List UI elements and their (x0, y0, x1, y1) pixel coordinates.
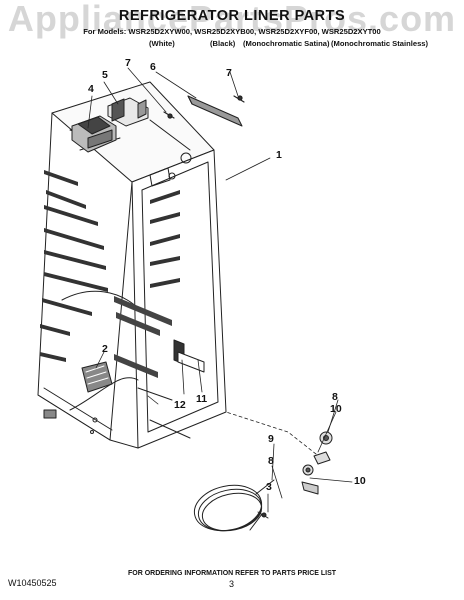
callout-10b: 10 (354, 475, 366, 487)
bracket-part (107, 97, 149, 127)
variant-satina: (Monochromatic Satina) (243, 39, 330, 48)
callout-2: 2 (102, 343, 108, 355)
callout-8a: 8 (332, 391, 338, 403)
callout-5: 5 (102, 69, 108, 81)
ordering-note: FOR ORDERING INFORMATION REFER TO PARTS … (127, 570, 337, 577)
bottom-features (43, 387, 191, 439)
variant-black: (Black) (210, 39, 236, 48)
screw-3 (257, 511, 269, 519)
callout-8b: 8 (268, 455, 274, 467)
callout-10a: 10 (330, 403, 342, 415)
left-shelf-rails (40, 170, 108, 362)
callout-6: 6 (150, 61, 156, 73)
variant-white: (White) (149, 39, 175, 48)
document-id: W10450525 (8, 578, 57, 588)
callout-4: 4 (88, 83, 94, 95)
callout-7b: 7 (226, 67, 232, 79)
callout-3: 3 (266, 481, 272, 493)
callout-numbers: 1 2 3 4 5 6 7 7 8 8 9 10 10 11 12 (88, 57, 366, 493)
callout-11: 11 (196, 393, 207, 405)
control-housing (71, 115, 117, 153)
hardware-parts (301, 431, 333, 495)
label-plates (173, 339, 205, 373)
callout-9: 9 (268, 433, 274, 445)
leader-lines (87, 67, 353, 513)
sensor-part (81, 361, 113, 393)
water-tube-coil (193, 479, 275, 532)
watermark: AppliancePartsPros.com (7, 0, 457, 39)
callout-7a: 7 (125, 57, 131, 69)
callout-12: 12 (174, 399, 186, 411)
mullion-slots (114, 296, 172, 378)
variant-stainless: (Monochromatic Stainless) (331, 39, 429, 48)
right-shelf-rails (150, 190, 180, 288)
callout-1: 1 (276, 149, 282, 161)
trim-strip (187, 95, 243, 127)
screw-parts (163, 95, 245, 119)
page-title: REFRIGERATOR LINER PARTS (118, 8, 346, 24)
model-list: For Models: WSR25D2XYW00, WSR25D2XYB00, … (83, 27, 381, 36)
page-number: 3 (229, 579, 235, 589)
